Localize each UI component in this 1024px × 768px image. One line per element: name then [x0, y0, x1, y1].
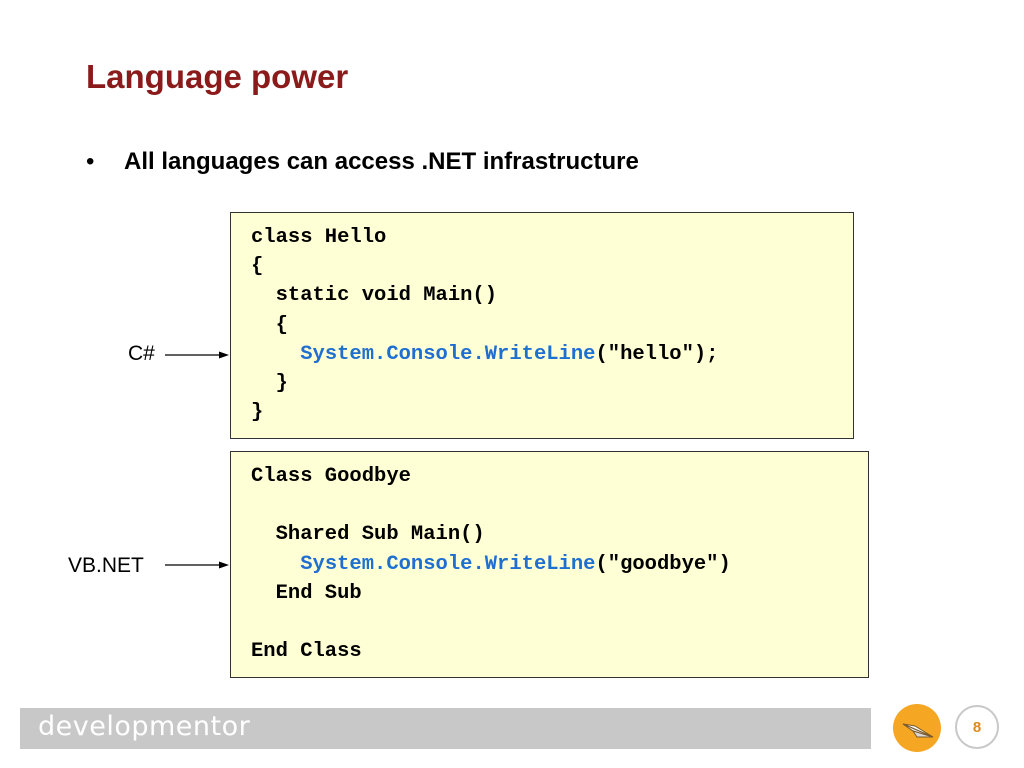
code-line: Class Goodbye — [251, 462, 731, 491]
code-text — [251, 553, 300, 576]
csharp-code-box: class Hello { static void Main() { System… — [230, 212, 854, 439]
footer-bar: developmentor — [20, 708, 871, 749]
vbnet-code-box: Class Goodbye Shared Sub Main() System.C… — [230, 451, 869, 678]
code-line: End Sub — [251, 579, 731, 608]
csharp-arrow — [165, 351, 229, 359]
code-text: ("goodbye") — [595, 552, 731, 576]
code-text: ("hello"); — [595, 342, 719, 366]
slide-title: Language power — [86, 58, 349, 95]
code-line: { — [251, 252, 719, 281]
code-text: End Sub — [251, 581, 362, 605]
code-text: static void Main() — [251, 284, 498, 308]
csharp-label: C# — [128, 342, 155, 365]
page-number: 8 — [955, 705, 999, 749]
csharp-code: class Hello { static void Main() { System… — [251, 223, 719, 427]
vbnet-code: Class Goodbye Shared Sub Main() System.C… — [251, 462, 731, 666]
code-text: } — [251, 401, 264, 425]
vbnet-arrow — [165, 561, 229, 569]
code-line: } — [251, 398, 719, 427]
code-line: System.Console.WriteLine("goodbye") — [251, 550, 731, 579]
paper-plane-icon — [893, 704, 941, 752]
code-line: { — [251, 311, 719, 340]
code-text: Class Goodbye — [251, 465, 411, 488]
code-line: static void Main() — [251, 281, 719, 310]
code-text — [251, 343, 300, 366]
code-line: System.Console.WriteLine("hello"); — [251, 340, 719, 369]
bullet-marker: • — [86, 148, 95, 175]
code-keyword: System.Console.WriteLine — [300, 342, 596, 366]
code-text: Shared Sub Main() — [251, 523, 485, 547]
code-text: } — [251, 372, 288, 396]
brand-name: developmentor — [38, 711, 251, 742]
code-text: { — [251, 255, 264, 279]
code-line — [251, 608, 731, 637]
bullet-text: All languages can access .NET infrastruc… — [124, 148, 639, 175]
code-keyword: System.Console.WriteLine — [300, 552, 596, 576]
code-text: class Hello — [251, 226, 387, 249]
code-line — [251, 491, 731, 520]
code-text: { — [251, 313, 288, 337]
code-line: End Class — [251, 637, 731, 666]
code-text: End Class — [251, 640, 362, 664]
code-line: class Hello — [251, 223, 719, 252]
code-line: Shared Sub Main() — [251, 520, 731, 549]
vbnet-label: VB.NET — [68, 554, 144, 577]
code-line: } — [251, 369, 719, 398]
